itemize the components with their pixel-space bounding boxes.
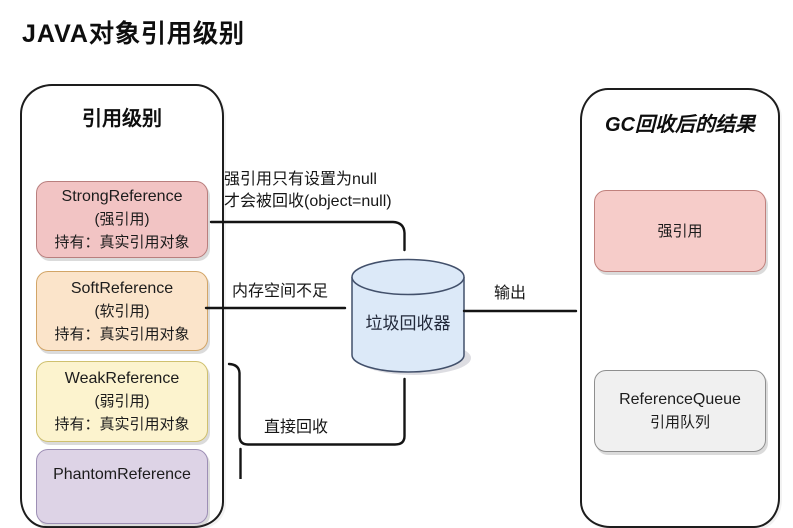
garbage-collector-label: 垃圾回收器 [365,314,451,333]
box-soft-reference: SoftReference (软引用) 持有：真实引用对象 [36,271,208,351]
box-subtitle: (强引用) [94,211,150,228]
box-title: SoftReference [70,279,174,297]
box-reference-queue: ReferenceQueue 引用队列 [594,370,766,452]
annotation-line: 才会被回收(object=null) [224,193,392,210]
box-holds: 持有：真实引用对象 [54,416,190,433]
box-subtitle: 引用队列 [649,414,710,431]
box-title: 强引用 [657,222,703,240]
box-title: ReferenceQueue [619,391,741,408]
box-title: WeakReference [64,370,180,387]
left-panel-header: 引用级别 [82,108,162,130]
right-panel-header: GC回收后的结果 [605,114,755,136]
box-holds: 持有：真实引用对象 [54,325,190,343]
page-title: JAVA对象引用级别 [22,20,245,48]
box-subtitle: (软引用) [94,302,150,320]
box-title: StrongReference [61,188,183,205]
connector-layer [204,220,578,479]
annotation-output: 输出 [494,285,527,302]
garbage-collector-cylinder [351,277,465,373]
annotation-soft-condition: 内存空间不足 [232,283,329,300]
arrow-strong-to-collector [209,220,406,252]
box-strong-reference: StrongReference (强引用) 持有：真实引用对象 [36,181,208,258]
annotation-direct-recycle: 直接回收 [264,419,329,436]
box-weak-reference: WeakReference (弱引用) 持有：真实引用对象 [36,361,208,442]
annotation-strong-condition: 强引用只有设置为null 才会被回收(object=null) [224,169,392,213]
arrow-direct-recycle [227,362,405,446]
box-holds: 持有：真实引用对象 [54,234,190,251]
garbage-collector-cylinder-top [351,258,465,296]
diagram-stage: JAVA对象引用级别 引用级别 StrongReference (强引用) 持有… [20,20,780,528]
annotation-line: 强引用只有设置为null [224,171,377,188]
box-result-strong-reference: 强引用 [594,190,766,272]
box-subtitle: (弱引用) [94,393,150,410]
panel-gc-results: GC回收后的结果 强引用 ReferenceQueue 引用队列 [580,88,780,528]
